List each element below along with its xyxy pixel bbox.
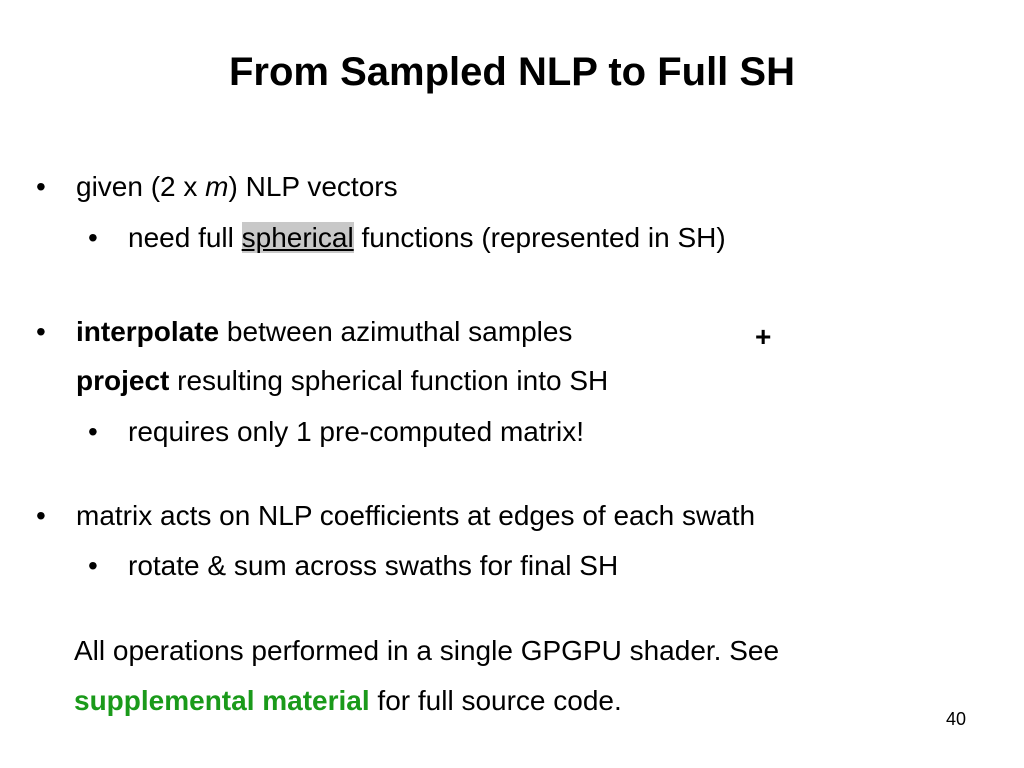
sub-bullet-need-full-spherical: need full spherical functions (represent… bbox=[128, 221, 726, 255]
bullet-interpolate: interpolate between azimuthal samples bbox=[76, 315, 572, 349]
sub-bullet-marker: • bbox=[88, 550, 98, 581]
page-number: 40 bbox=[945, 709, 966, 729]
note-line-1: All operations performed in a single GPG… bbox=[74, 635, 780, 666]
bullet-marker: • bbox=[36, 171, 46, 202]
sub-bullet-marker: • bbox=[88, 416, 98, 447]
supplemental-material-link[interactable]: supplemental material bbox=[74, 685, 370, 716]
bullet-project: project resulting spherical function int… bbox=[76, 364, 608, 398]
sub-bullet-rotate-sum: rotate & sum across swaths for final SH bbox=[128, 550, 619, 581]
sub-bullet-marker: • bbox=[88, 222, 98, 253]
spherical-highlight-link[interactable]: spherical bbox=[241, 222, 354, 253]
note-line-2: supplemental material for full source co… bbox=[74, 684, 622, 718]
bullet-text: between azimuthal samples bbox=[219, 316, 573, 347]
bullet-text: resulting spherical function into SH bbox=[169, 365, 609, 396]
bullet-given-nlp-vectors: given (2 x m) NLP vectors bbox=[76, 170, 398, 204]
sub-bullet-precomputed-matrix: requires only 1 pre-computed matrix! bbox=[128, 416, 584, 447]
bullet-text: need full bbox=[128, 222, 242, 253]
bullet-bold-project: project bbox=[76, 365, 170, 396]
note-text: for full source code. bbox=[369, 685, 622, 716]
bullet-text: functions (represented in SH) bbox=[353, 222, 726, 253]
bullet-marker: • bbox=[36, 500, 46, 531]
slide-title: From Sampled NLP to Full SH bbox=[229, 50, 795, 94]
bullet-text: given (2 x bbox=[76, 171, 206, 202]
bullet-italic-m: m bbox=[205, 171, 229, 202]
bullet-matrix-acts: matrix acts on NLP coefficients at edges… bbox=[76, 500, 756, 531]
bullet-text: ) NLP vectors bbox=[228, 171, 398, 202]
bullet-bold-interpolate: interpolate bbox=[76, 316, 220, 347]
plus-sign: + bbox=[755, 321, 772, 352]
bullet-marker: • bbox=[36, 316, 46, 347]
